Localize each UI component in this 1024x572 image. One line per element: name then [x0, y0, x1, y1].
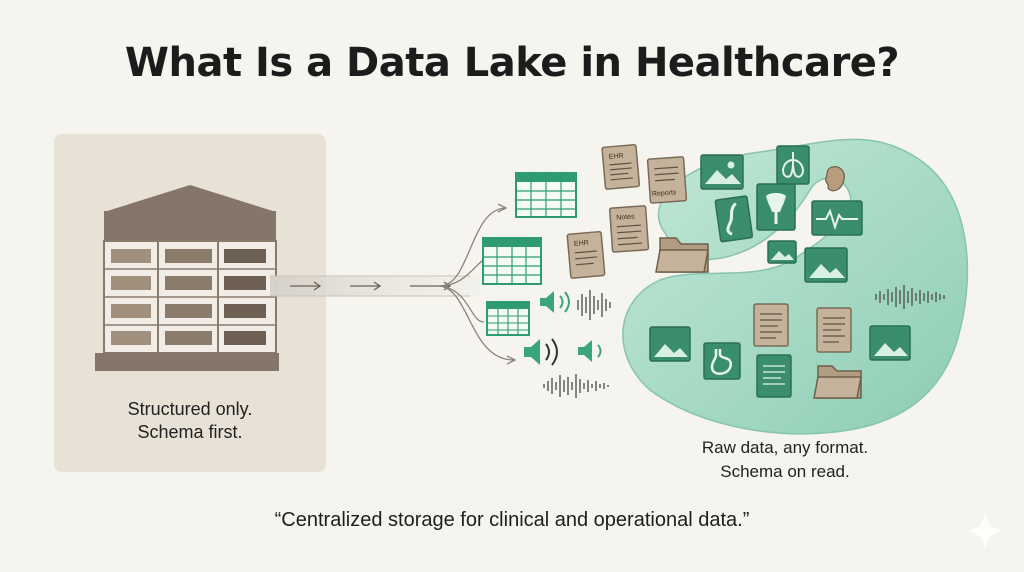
soundwave-icon [875, 285, 945, 309]
ehr-document-icon: EHR [601, 143, 641, 190]
kidney-icon [824, 166, 845, 192]
image-icon [767, 240, 797, 264]
document-icon [753, 303, 789, 347]
warehouse-building-icon [95, 185, 279, 371]
folder-icon [655, 237, 709, 273]
folder-icon [813, 365, 862, 399]
ehr-document-icon: EHR [566, 230, 606, 279]
soundwave-icon [543, 374, 609, 398]
lungs-icon [776, 145, 810, 185]
reports-document-icon: Reports [646, 156, 688, 204]
document-icon [756, 354, 792, 398]
warehouse-caption-line1: Structured only. [127, 399, 253, 419]
data-flow-pipe [270, 275, 480, 297]
image-icon [869, 325, 911, 361]
spine-icon [714, 195, 754, 243]
warehouse-caption-line2: Schema first. [137, 422, 243, 442]
table-icon [482, 237, 542, 285]
lake-caption-line2: Schema on read. [720, 462, 850, 481]
image-icon [700, 154, 744, 190]
stomach-icon [703, 342, 741, 380]
ehr-label: EHR [609, 153, 624, 161]
pelvis-xray-icon [756, 183, 796, 231]
image-icon [649, 326, 691, 362]
speaker-icon [578, 340, 602, 362]
lake-caption: Raw data, any format. Schema on read. [660, 436, 910, 484]
heartbeat-icon [811, 200, 863, 236]
notes-document-icon: Notes [608, 205, 650, 253]
reports-label: Reports [652, 189, 677, 198]
sparkle-icon [968, 514, 1002, 548]
speaker-icon [524, 338, 558, 366]
document-icon [816, 307, 852, 353]
definition-quote: “Centralized storage for clinical and op… [274, 509, 750, 531]
table-icon [486, 301, 530, 336]
table-icon [515, 172, 577, 218]
notes-label: Notes [616, 213, 635, 221]
image-icon [804, 247, 848, 283]
ehr-label: EHR [574, 240, 589, 248]
page-title: What Is a Data Lake in Healthcare? [124, 40, 900, 86]
lake-caption-line1: Raw data, any format. [701, 438, 869, 457]
warehouse-caption: Structured only. Schema first. [54, 398, 326, 444]
soundwave-icon [577, 290, 611, 320]
speaker-icon [540, 291, 570, 313]
